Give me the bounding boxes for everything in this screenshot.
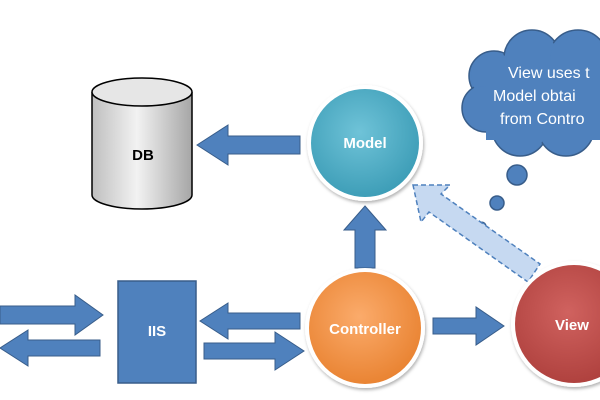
arrow-controller-to-model <box>342 205 388 269</box>
db-label: DB <box>132 147 154 164</box>
cloud-bubble-large <box>506 164 528 186</box>
model-label: Model <box>343 135 386 152</box>
controller-node: Controller <box>305 268 425 388</box>
controller-label: Controller <box>329 321 401 338</box>
iis-box: IIS <box>117 280 197 384</box>
arrow-iis-to-controller <box>203 331 305 371</box>
arrow-iis-to-client <box>0 329 101 367</box>
cloud-bubble-medium <box>489 195 505 211</box>
cloud-line-3: from Contro <box>500 111 585 128</box>
arrow-controller-to-iis <box>199 302 301 340</box>
arrow-view-to-model-dashed <box>412 184 542 284</box>
view-label: View <box>555 317 589 334</box>
cloud-line-1: View uses t <box>508 65 590 82</box>
arrow-model-to-db <box>196 124 301 166</box>
callout-cloud: View uses t Model obtai from Contro <box>461 29 600 231</box>
cloud-line-2: Model obtai <box>493 88 576 105</box>
iis-label: IIS <box>148 323 166 340</box>
db-cylinder: DB <box>91 77 193 210</box>
arrow-controller-to-view <box>432 306 505 346</box>
arrow-client-to-iis <box>0 294 104 336</box>
view-node: View <box>511 261 600 387</box>
model-node: Model <box>307 85 423 201</box>
